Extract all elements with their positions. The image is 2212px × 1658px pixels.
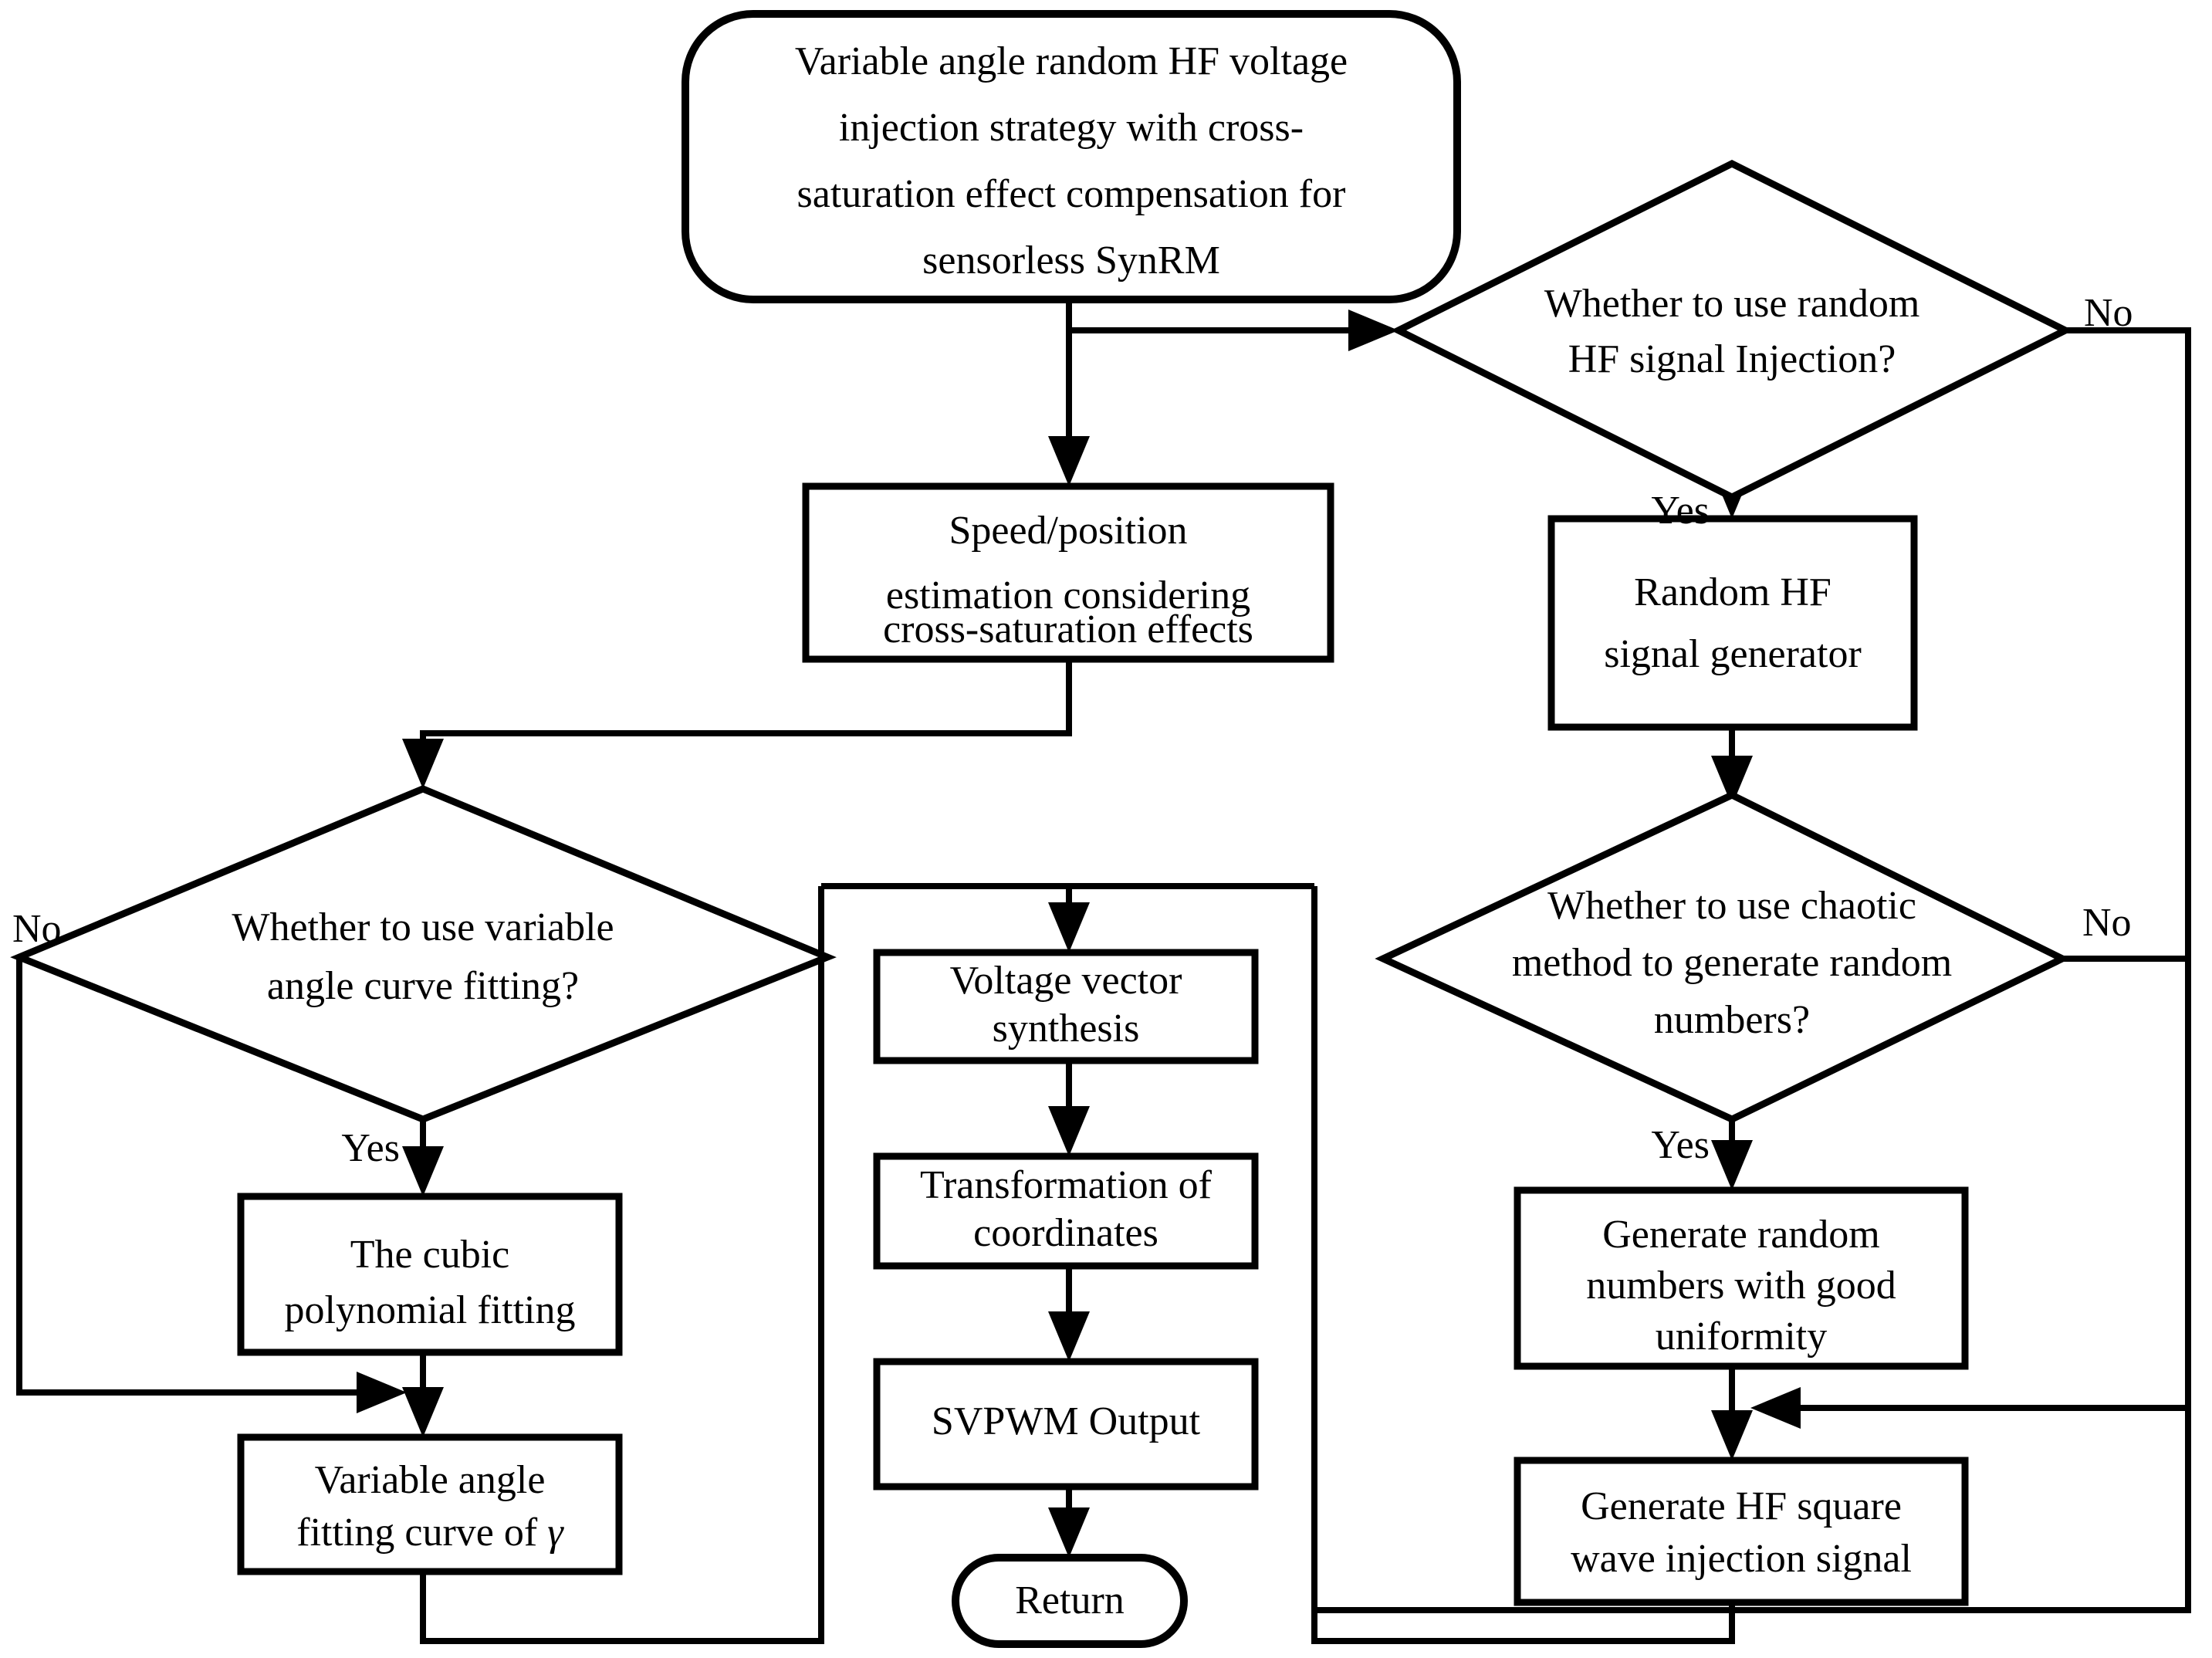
edge-fitting-curve-to-center-collector [420,886,824,1644]
decision-chaotic-line-3: numbers? [1654,998,1810,1042]
cubic-polynomial-line-2: polynomial fitting [285,1288,576,1332]
random-hf-generator-line-2: signal generator [1604,632,1862,676]
edge-label-chaotic-yes: Yes [1651,1123,1710,1167]
edge-label-variable-angle-yes: Yes [341,1126,400,1170]
generate-random-numbers-shape[interactable] [1514,1186,1969,1370]
generate-hf-square-line-1: Generate HF square [1581,1484,1902,1528]
speed-position-line-3: cross-saturation effects [883,607,1253,651]
variable-angle-fitting-line-1: Variable angle [315,1458,546,1502]
svpwm-output-line-1: SVPWM Output [932,1399,1201,1443]
decision-variable-angle-shape[interactable] [10,785,837,1123]
connector-layer [16,299,2191,1644]
edge-speed-to-variable-angle-decision [420,659,1072,772]
node-speed-position-estimation[interactable]: Speed/position estimation considering cr… [802,482,1334,663]
arrowhead-collector-to-voltage-vector [1048,902,1090,953]
arrowhead-speed-to-variable-angle-decision [402,739,444,789]
arrowhead-svpwm-to-return [1048,1507,1090,1558]
start-terminal-line-1: Variable angle random HF voltage [795,39,1348,83]
decision-variable-angle-line-1: Whether to use variable [232,905,614,949]
speed-position-estimation-shape[interactable] [802,482,1334,663]
arrowhead-start-to-random-hf-decision [1348,310,1399,351]
node-random-hf-signal-generator[interactable]: Random HF signal generator [1547,515,1918,731]
edge-chaotic-no [1767,956,2191,1411]
gamma-symbol: γ [547,1511,564,1555]
node-generate-hf-square-wave[interactable]: Generate HF square wave injection signal [1514,1457,1969,1606]
node-return-terminal[interactable]: Return [952,1554,1188,1648]
arrowhead-variable-angle-yes [402,1146,444,1196]
arrowhead-random-numbers-to-hf-square [1711,1410,1753,1460]
generate-random-numbers-line-3: uniformity [1656,1315,1827,1359]
transformation-line-2: coordinates [973,1211,1158,1255]
edge-variable-angle-no [16,957,390,1396]
decision-chaotic-line-2: method to generate random [1512,941,1952,985]
node-transformation-of-coordinates[interactable]: Transformation of coordinates [873,1152,1259,1270]
transformation-line-1: Transformation of [920,1163,1213,1207]
edge-label-random-hf-yes: Yes [1651,489,1710,533]
edge-label-layer: No Yes Yes No No Yes [12,291,2133,1170]
arrowhead-transformation-to-svpwm [1048,1311,1090,1362]
arrowhead-chaotic-no [1750,1387,1801,1429]
edge-hf-square-to-center-collector [1311,886,1735,1644]
voltage-vector-line-1: Voltage vector [950,959,1182,1003]
start-terminal-line-2: injection strategy with cross- [839,106,1304,150]
voltage-vector-line-2: synthesis [993,1007,1140,1051]
speed-position-line-2: estimation considering [886,574,1250,618]
generate-random-numbers-line-1: Generate random [1602,1213,1879,1257]
node-decision-random-hf-injection[interactable]: Whether to use random HF signal Injectio… [1390,159,2074,502]
edge-label-random-hf-no: No [2084,291,2133,335]
decision-chaotic-shape[interactable] [1375,791,2071,1123]
voltage-vector-shape[interactable] [873,949,1259,1064]
decision-chaotic-line-1: Whether to use chaotic [1547,884,1916,928]
generate-hf-square-shape[interactable] [1514,1457,1969,1606]
decision-random-hf-line-2: HF signal Injection? [1568,337,1896,381]
transformation-shape[interactable] [873,1152,1259,1270]
decision-variable-angle-line-2: angle curve fitting? [267,964,579,1008]
return-terminal-label: Return [1015,1578,1125,1622]
random-hf-generator-line-1: Random HF [1634,570,1831,614]
variable-angle-fitting-line-2-text: fitting curve of [296,1511,547,1555]
node-svpwm-output[interactable]: SVPWM Output [873,1358,1259,1491]
node-decision-chaotic-method[interactable]: Whether to use chaotic method to generat… [1375,791,2071,1123]
speed-position-line-1: Speed/position [949,509,1187,553]
random-hf-generator-shape[interactable] [1547,515,1918,731]
decision-random-hf-shape[interactable] [1390,159,2074,502]
node-decision-variable-angle-curve-fitting[interactable]: Whether to use variable angle curve fitt… [10,785,837,1123]
generate-hf-square-line-2: wave injection signal [1571,1537,1912,1581]
node-generate-random-numbers-uniformity[interactable]: Generate random numbers with good unifor… [1514,1186,1969,1370]
arrowhead-start-to-speed [1048,436,1090,486]
variable-angle-fitting-shape[interactable] [237,1433,623,1575]
arrowhead-voltage-vector-to-transformation [1048,1106,1090,1156]
start-terminal-line-3: saturation effect compensation for [797,172,1346,216]
node-voltage-vector-synthesis[interactable]: Voltage vector synthesis [873,949,1259,1064]
edge-label-chaotic-no: No [2082,901,2132,945]
arrowhead-chaotic-yes [1711,1140,1753,1190]
decision-random-hf-line-1: Whether to use random [1544,282,1920,326]
arrowhead-generator-to-chaotic-decision [1711,756,1753,806]
node-variable-angle-fitting-curve[interactable]: Variable angle fitting curve of γ [237,1433,623,1575]
arrowhead-cubic-to-fitting-curve [402,1387,444,1437]
generate-random-numbers-line-2: numbers with good [1586,1264,1896,1308]
edge-label-variable-angle-no: No [12,907,62,951]
node-start-terminal[interactable]: Variable angle random HF voltage injecti… [682,10,1461,303]
cubic-polynomial-line-1: The cubic [350,1233,509,1277]
variable-angle-fitting-line-2: fitting curve of γ [296,1511,564,1555]
cubic-polynomial-shape[interactable] [237,1193,623,1356]
start-terminal-shape[interactable] [682,10,1461,303]
node-cubic-polynomial-fitting[interactable]: The cubic polynomial fitting [237,1193,623,1356]
arrowhead-variable-angle-no [357,1372,407,1413]
svpwm-output-shape[interactable] [873,1358,1259,1491]
return-terminal-shape[interactable] [952,1554,1188,1648]
start-terminal-line-4: sensorless SynRM [922,239,1220,283]
